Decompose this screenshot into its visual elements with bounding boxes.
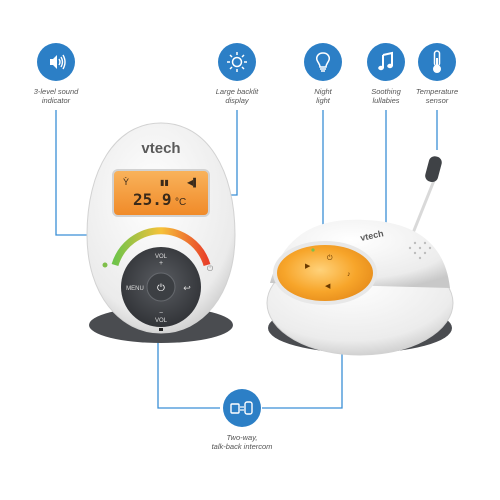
battery-icon: ▮▮ [160,178,169,187]
volume-icon: ◀▌ [187,177,199,188]
feature-label: lullabies [372,96,400,106]
lightbulb-icon [304,43,342,81]
volume-icon[interactable]: ◀ [325,283,331,290]
signal-icon: Ỳ [123,177,129,187]
plus-icon: + [159,260,163,267]
play-icon[interactable]: ▶ [305,263,311,270]
status-led [311,248,315,252]
feature-backlit-display: Large backlit display [202,43,272,106]
feature-label: light [316,96,330,106]
baby-unit: vtech ▶ ⏻ ♪ ◀ [266,156,454,356]
temperature-probe [425,156,442,183]
vol-down-button[interactable]: VOL [155,318,168,324]
sound-level-ring [111,227,211,267]
feature-label: Night [314,87,332,96]
thermometer-icon [418,43,456,81]
display-unit: °C [175,197,186,208]
parent-unit-brand: vtech [141,140,180,157]
feature-label: display [225,96,249,106]
power-icon[interactable]: ⏻ [327,254,333,262]
lullaby-icon[interactable]: ♪ [347,271,351,278]
vol-up-button[interactable]: VOL [155,254,168,260]
feature-temperature: Temperature sensor [402,43,472,106]
intercom-icon [223,389,261,427]
feature-label: Soothing [371,87,401,96]
status-led [102,262,108,268]
power-icon[interactable]: ⏻ [207,264,214,273]
parent-unit: vtech Ỳ ▮▮ ◀▌ 25.9 °C ⏻ VOL + − VOL MENU… [86,122,236,343]
minus-icon: − [159,310,163,317]
back-button-icon[interactable]: ↩ [183,283,191,293]
feature-label: 3-level sound [33,87,79,96]
speaker-grill [408,241,432,260]
feature-label: indicator [41,96,71,106]
speaker-icon [37,43,75,81]
feature-night-light: Night light [288,43,358,106]
microphone-hole [159,328,163,331]
menu-button[interactable]: MENU [126,286,144,292]
feature-label: Two-way, [226,433,258,442]
feature-intercom: Two-way, talk-back intercom [207,389,277,452]
feature-label: Temperature [415,87,459,96]
sun-icon [218,43,256,81]
baby-unit-brand: vtech [359,228,384,243]
display-temperature: 25.9 [133,190,172,209]
feature-sound-indicator: 3-level sound indicator [21,43,91,106]
feature-label: sensor [425,96,449,106]
talk-button-icon[interactable]: ⏻ [157,283,165,294]
feature-label: Large backlit [215,87,259,96]
feature-label: talk-back intercom [211,442,273,452]
feature-lullabies: Soothing lullabies [351,43,421,106]
music-note-icon [367,43,405,81]
night-light-panel[interactable] [273,241,377,305]
lcd-display [112,169,210,217]
